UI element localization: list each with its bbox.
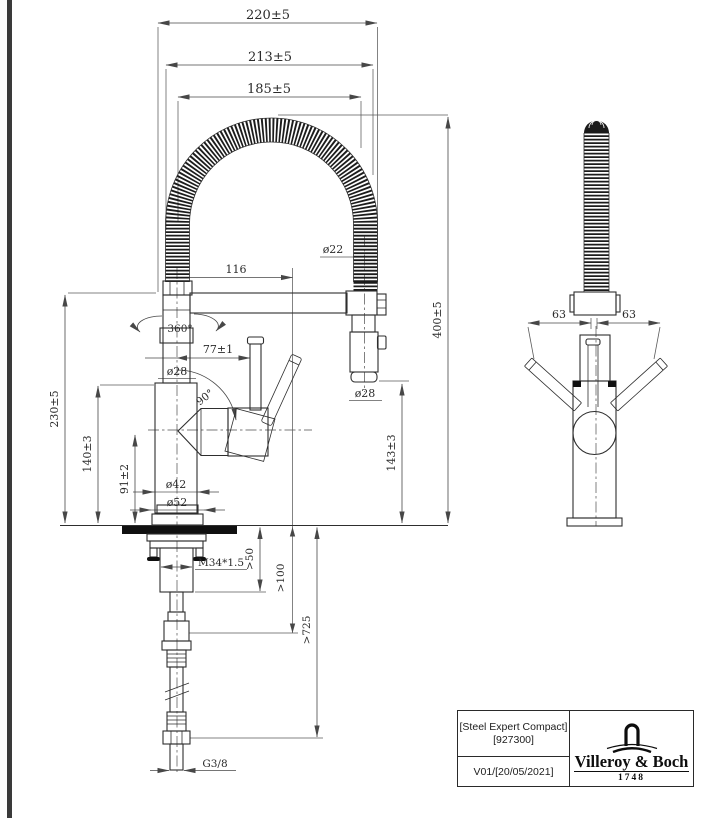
handle-angle-arc [176, 369, 237, 421]
swivel-arrow-right [193, 313, 226, 332]
coil-top-cap [584, 120, 609, 133]
title-block-brand: Villeroy & Boch 1748 [570, 711, 693, 786]
spray-head [349, 314, 387, 383]
outlet-cone [177, 407, 229, 457]
faucet-body [154, 382, 198, 514]
hose-nut [162, 730, 191, 745]
dimension-labels: 220±5 213±5 185±5 116 ø22 400±5 360° 77±… [48, 8, 636, 770]
brand-wordmark: Villeroy & Boch [573, 752, 690, 772]
holder-side [573, 291, 617, 316]
dim-flange-diameter: ø52 [167, 496, 188, 509]
handle-base [227, 407, 269, 457]
spray-button [376, 335, 387, 350]
dim-body-height: 140±3 [81, 435, 94, 472]
arm-right [610, 358, 668, 411]
dim-handle-offset: 77±1 [203, 343, 233, 356]
dimension-lines-side [527, 318, 661, 360]
dim-min-100: >100 [275, 564, 287, 593]
base-side [566, 517, 623, 527]
dim-spout-height: 230±5 [48, 390, 61, 427]
dim-outlet-height: 91±2 [118, 464, 131, 494]
dim-overall-width: 220±5 [246, 8, 290, 23]
revision-cell: V01/[20/05/2021] [458, 757, 569, 786]
dim-reach-116: 116 [226, 263, 247, 276]
dimension-lines-front [62, 20, 451, 774]
faucet-front-view [60, 117, 448, 771]
countertop-section [122, 526, 237, 534]
holder-clip [376, 293, 387, 316]
product-cell: [Steel Expert Compact] [927300] [458, 711, 569, 757]
spring-hose-coil [165, 118, 378, 282]
faucet-side-view [524, 120, 668, 527]
brand-year: 1748 [618, 773, 645, 783]
mounting-hardware [146, 533, 207, 593]
dim-mount-thread: M34*1.5 [198, 557, 244, 569]
swivel-collar [159, 327, 194, 344]
spout-arm [189, 292, 348, 314]
dim-coil-diameter: ø22 [323, 243, 344, 256]
arm-left [524, 358, 582, 411]
dim-head-diameter: ø28 [355, 387, 376, 400]
window-edge-bar [7, 0, 12, 818]
flange-lower [151, 513, 204, 526]
product-code: [927300] [493, 733, 534, 746]
dim-body-diameter: ø42 [166, 478, 187, 491]
dim-swivel-angle: 360° [167, 323, 192, 335]
spray-holder [345, 290, 378, 316]
body-side [572, 380, 617, 519]
dim-side-63-left: 63 [552, 308, 566, 321]
handle-lever-angled [261, 354, 302, 426]
dim-height-400: 400±5 [431, 301, 444, 338]
extension-lines-front [68, 27, 448, 739]
swivel-arrow-left [129, 315, 163, 333]
dim-head-clearance: 143±3 [385, 434, 398, 471]
neck-side [579, 334, 611, 382]
handle-lever-vertical [246, 336, 265, 411]
dim-width-213: 213±5 [248, 50, 292, 65]
dim-neck-diameter: ø28 [167, 365, 188, 378]
dim-hose-length: >725 [301, 616, 313, 645]
body-joint-circle [572, 410, 617, 456]
dim-width-185: 185±5 [247, 82, 291, 97]
threaded-shank [159, 547, 194, 593]
coil-fitting [162, 280, 193, 296]
dim-min-50: >50 [244, 548, 256, 570]
revision: V01/[20/05/2021] [473, 765, 554, 778]
title-block-left: [Steel Expert Compact] [927300] V01/[20/… [458, 711, 570, 786]
hose-end-pipe [169, 743, 184, 771]
supply-hose [161, 591, 192, 771]
dim-side-63-right: 63 [622, 308, 636, 321]
brand-logo-icon [606, 723, 657, 753]
product-name: [Steel Expert Compact] [459, 720, 568, 733]
dim-supply-thread: G3/8 [202, 758, 227, 770]
title-block: [Steel Expert Compact] [927300] V01/[20/… [457, 710, 694, 787]
handle-base-rotated [224, 408, 276, 462]
